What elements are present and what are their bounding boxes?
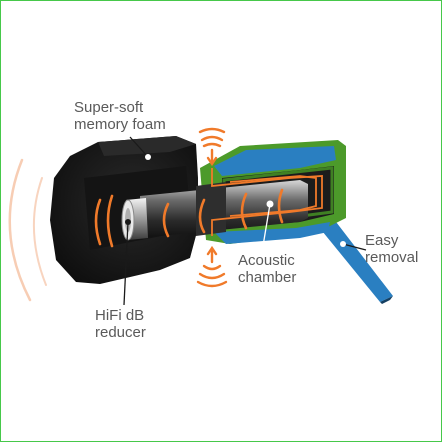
leader-lines <box>123 136 367 306</box>
hifi-db-reducer <box>121 198 148 241</box>
label-hifi-line1: HiFi dB <box>95 307 145 324</box>
label-hifi-line2: reducer <box>95 324 146 341</box>
label-memory-foam-line1: Super-soft <box>74 99 144 116</box>
label-memory-foam-line2: memory foam <box>74 116 166 133</box>
label-easy-removal: Easy removal <box>365 232 418 266</box>
acoustic-channel <box>140 180 308 238</box>
label-easy-line1: Easy <box>365 232 399 249</box>
label-easy-line2: removal <box>365 249 419 266</box>
leader-hifi <box>123 221 129 306</box>
label-chamber-line2: chamber <box>238 269 297 286</box>
sound-path-lines <box>211 168 323 236</box>
sound-in-arrows <box>196 127 228 288</box>
ambient-sound-arcs <box>8 158 47 302</box>
leader-chamber <box>261 203 271 253</box>
label-acoustic-chamber: Acoustic chamber <box>238 252 296 286</box>
leader-removal <box>342 243 367 251</box>
label-memory-foam: Super-soft memory foam <box>74 99 166 133</box>
leader-foam <box>129 136 149 158</box>
internal-sound-waves <box>94 188 284 248</box>
label-chamber-line1: Acoustic <box>238 252 295 269</box>
label-hifi-db-reducer: HiFi dB reducer <box>95 307 146 341</box>
